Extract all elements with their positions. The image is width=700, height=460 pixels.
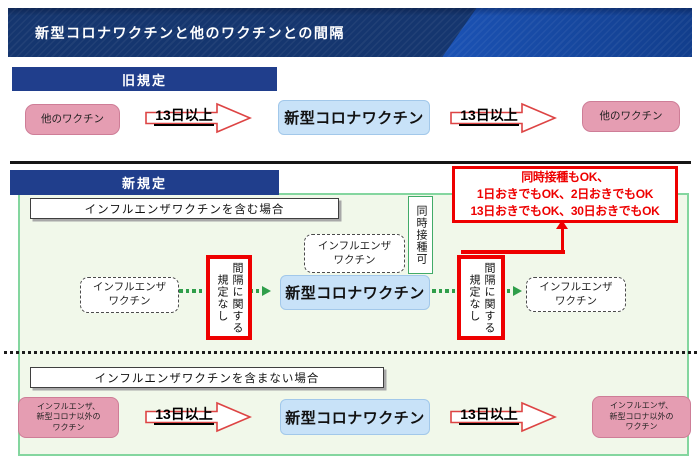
flu-vaccine-box-top: インフルエンザ ワクチン — [304, 234, 405, 273]
arrow-head-icon — [513, 286, 522, 296]
interval-arrow-label: 13日以上 — [146, 105, 222, 126]
header-banner: 新型コロナワクチンと他のワクチンとの間隔 — [8, 8, 692, 57]
ok-note-line1: 同時接種もOK、 — [521, 170, 609, 184]
red-connector-line-horizontal — [461, 250, 565, 254]
ok-note-box: 同時接種もOK、 1日おきでもOK、2日おきでもOK 13日おきでもOK、30日… — [452, 166, 678, 223]
other-vaccine-box-bottom-right: インフルエンザ、 新型コロナ以外の ワクチン — [592, 396, 691, 438]
right-arrow-icon — [145, 401, 252, 433]
header-stripe-pattern — [8, 8, 692, 57]
ok-note-line2: 1日おきでもOK、2日おきでもOK — [476, 187, 654, 201]
dotted-arrow-icon — [249, 286, 271, 296]
without-flu-section-label: インフルエンザワクチンを含まない場合 — [30, 367, 384, 388]
other-vaccine-box-bottom-left: インフルエンザ、 新型コロナ以外の ワクチン — [18, 397, 119, 438]
old-rule-interval-arrow-left: 13日以上 — [145, 102, 252, 134]
simultaneous-vaccination-box: 同時接種可 — [408, 196, 433, 274]
old-rule-other-vaccine-box-right: 他のワクチン — [582, 101, 680, 132]
interval-arrow-label: 13日以上 — [451, 105, 527, 126]
right-arrow-icon — [450, 401, 557, 433]
right-arrow-icon — [450, 102, 557, 134]
right-arrow-icon — [145, 102, 252, 134]
no-interval-rule-box-left: 間隔に関する規定なし — [206, 255, 252, 340]
arrow-head-icon — [262, 286, 271, 296]
red-connector-arrow-head-icon — [555, 220, 568, 229]
interval-arrow-label: 13日以上 — [451, 404, 527, 425]
without-flu-interval-arrow-left: 13日以上 — [145, 401, 252, 433]
flu-vaccine-box-right: インフルエンザ ワクチン — [526, 277, 626, 312]
no-interval-rule-box-right: 間隔に関する規定なし — [457, 255, 505, 340]
old-rule-interval-arrow-right: 13日以上 — [450, 102, 557, 134]
section-divider-line — [10, 161, 691, 164]
new-rule-banner: 新規定 — [10, 170, 279, 195]
old-rule-covid-vaccine-box: 新型コロナワクチン — [278, 100, 430, 135]
page-title: 新型コロナワクチンと他のワクチンとの間隔 — [35, 24, 345, 41]
with-flu-section-label: インフルエンザワクチンを含む場合 — [30, 198, 339, 219]
header-diagonal-highlight — [442, 8, 692, 57]
red-connector-line-vertical — [560, 229, 564, 253]
without-flu-covid-vaccine-box: 新型コロナワクチン — [280, 399, 430, 435]
without-flu-interval-arrow-right: 13日以上 — [450, 401, 557, 433]
with-flu-covid-vaccine-box: 新型コロナワクチン — [280, 275, 430, 310]
dotted-arrow-icon — [432, 289, 455, 293]
dotted-arrow-icon — [179, 289, 202, 293]
ok-note-line3: 13日おきでもOK、30日おきでもOK — [470, 204, 660, 218]
dotted-divider-line — [4, 351, 697, 354]
interval-arrow-label: 13日以上 — [146, 404, 222, 425]
old-rule-other-vaccine-box-left: 他のワクチン — [25, 104, 120, 135]
flu-vaccine-box-left: インフルエンザ ワクチン — [80, 277, 179, 313]
old-rule-banner: 旧規定 — [12, 67, 277, 91]
